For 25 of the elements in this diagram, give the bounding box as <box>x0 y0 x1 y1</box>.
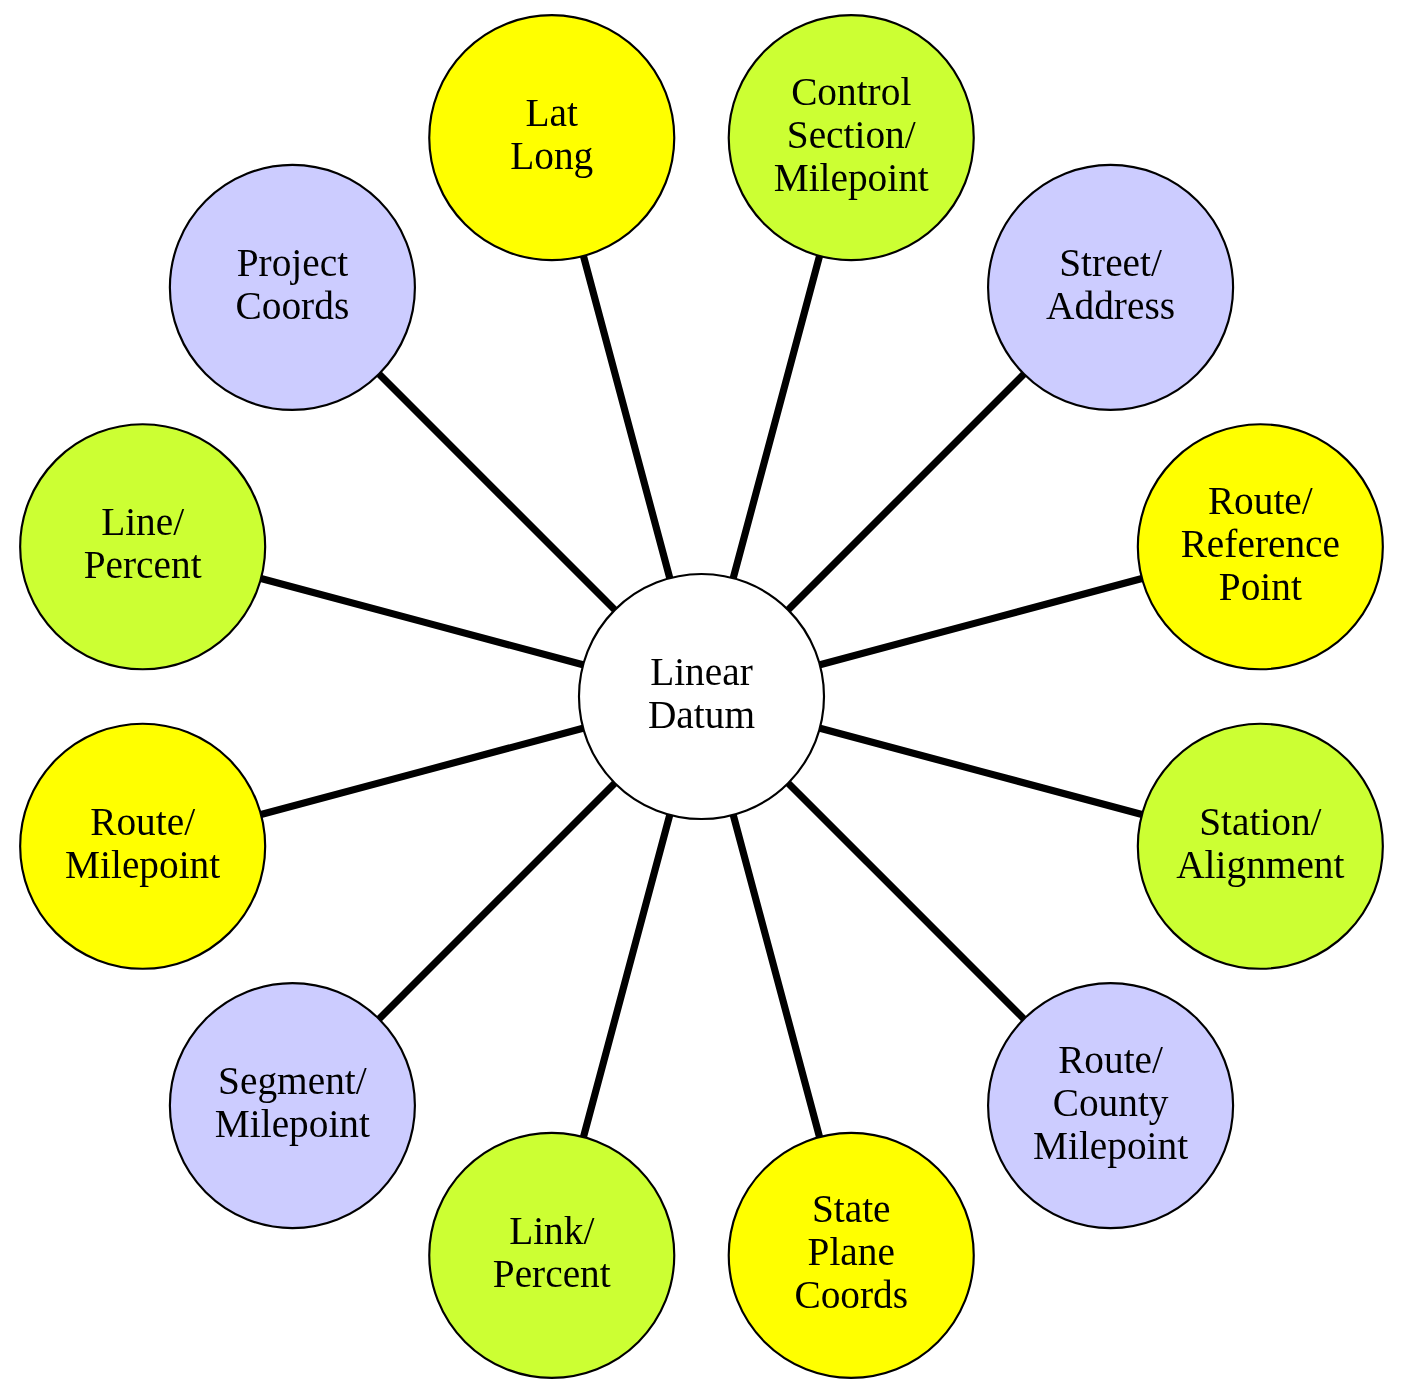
connector <box>785 371 1026 613</box>
node-circle: Segment/ Milepoint <box>168 982 416 1230</box>
connector <box>729 255 823 579</box>
connector <box>259 724 584 818</box>
connector <box>818 724 1143 818</box>
connector <box>259 575 584 669</box>
connector <box>785 780 1026 1022</box>
node-circle: Link/ Percent <box>427 1131 675 1379</box>
node-circle: Linear Datum <box>577 572 825 821</box>
connector <box>376 371 617 613</box>
node-circle: State Plane Coords <box>727 1131 975 1379</box>
connector <box>376 780 617 1022</box>
node-circle: Route/ County Milepoint <box>986 982 1234 1230</box>
node-circle: Line/ Percent <box>18 423 266 671</box>
node-circle: Lat Long <box>427 14 675 262</box>
node-circle: Control Section/ Milepoint <box>727 14 975 262</box>
node-circle: Route/ Milepoint <box>18 722 266 970</box>
node-circle: Project Coords <box>168 163 416 411</box>
connector <box>729 814 823 1138</box>
node-circle: Route/ Reference Point <box>1136 423 1384 671</box>
connector <box>579 814 673 1138</box>
node-circle: Station/ Alignment <box>1136 722 1384 970</box>
connector <box>818 575 1143 669</box>
node-circle: Street/ Address <box>986 163 1234 411</box>
connector <box>579 255 673 579</box>
